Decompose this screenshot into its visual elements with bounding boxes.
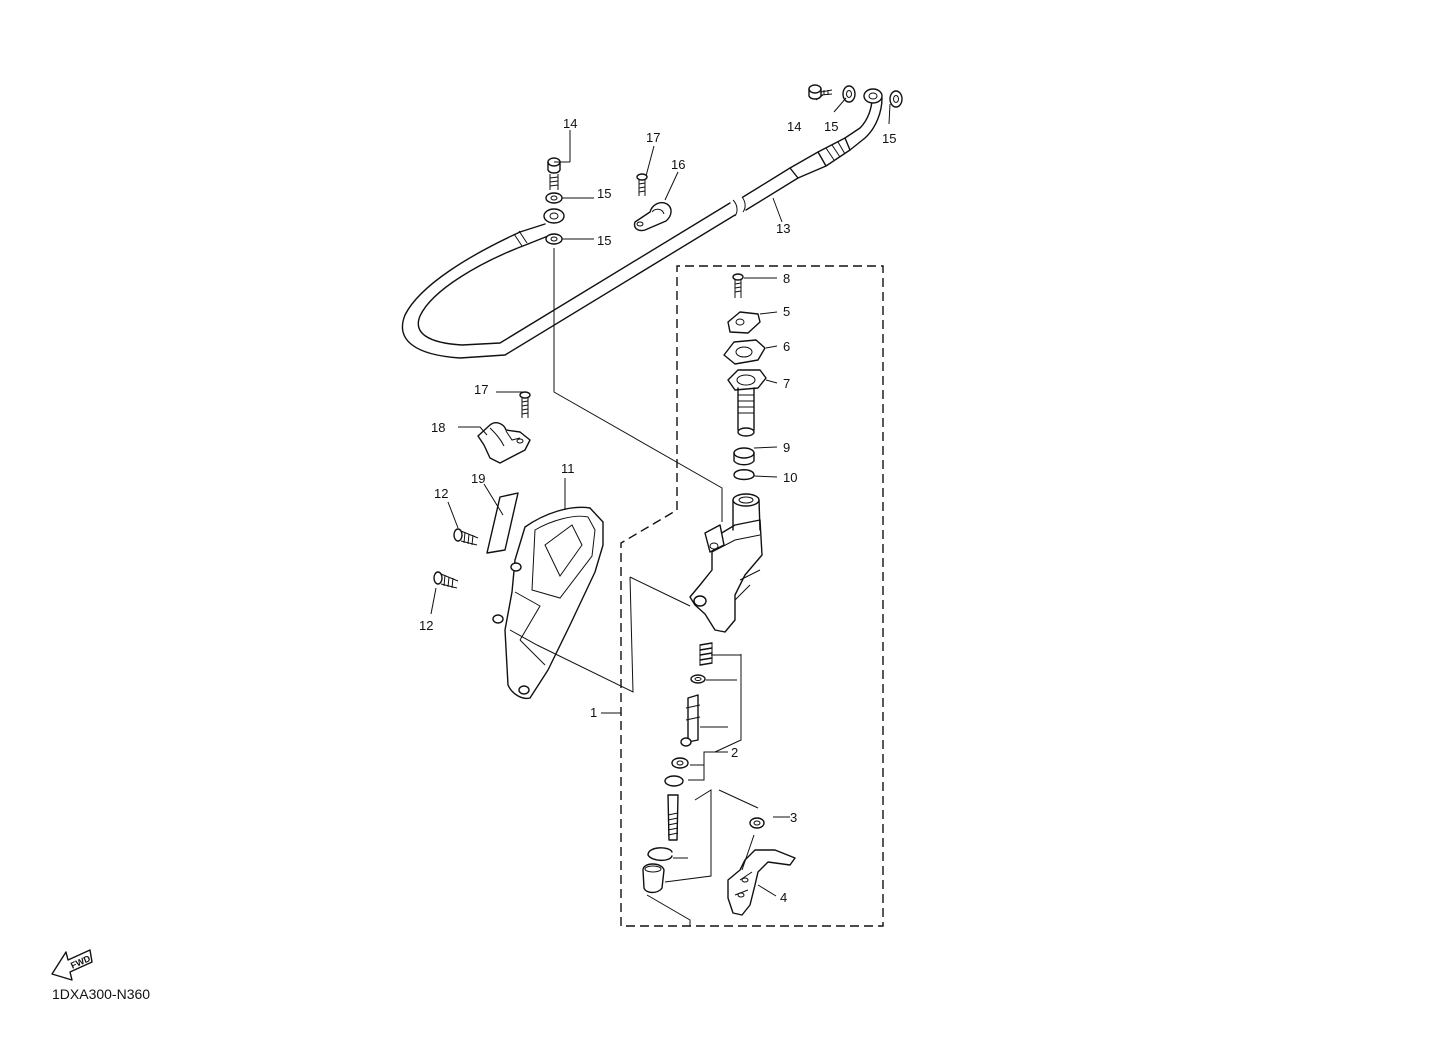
protector-plate — [486, 492, 519, 554]
fwd-arrow-icon: FWD — [51, 949, 93, 981]
screw-upper — [636, 173, 648, 196]
callout-labels: 14 15 15 17 16 14 15 15 13 8 5 6 7 9 10 … — [419, 116, 896, 905]
reservoir-cap — [727, 311, 761, 334]
screw-lower — [519, 391, 531, 418]
diaphragm-plate — [723, 339, 766, 365]
fwd-label: FWD — [69, 953, 92, 971]
callout-19: 19 — [471, 471, 485, 486]
callout-15-left-upper: 15 — [597, 186, 611, 201]
circlip — [733, 469, 755, 481]
callout-12-lower: 12 — [419, 618, 433, 633]
callout-1: 1 — [590, 705, 597, 720]
callout-17-upper: 17 — [646, 130, 660, 145]
callout-9: 9 — [783, 440, 790, 455]
diaphragm — [727, 369, 767, 437]
callout-17-lower: 17 — [474, 382, 488, 397]
seal-upper — [690, 674, 706, 684]
lock-nut — [749, 817, 765, 829]
brake-hose — [401, 88, 883, 359]
hose-clamp-lower — [477, 422, 531, 464]
callout-7: 7 — [783, 376, 790, 391]
callout-15-left-lower: 15 — [597, 233, 611, 248]
washer-left-a — [545, 192, 563, 204]
hose-banjo-left — [543, 208, 565, 224]
callout-4: 4 — [780, 890, 787, 905]
callout-11: 11 — [561, 461, 575, 476]
piston-spring — [699, 642, 713, 666]
grommet — [733, 447, 755, 466]
boot — [642, 863, 665, 894]
callout-8: 8 — [783, 271, 790, 286]
assembly-boundary — [620, 265, 884, 927]
callout-18: 18 — [431, 420, 445, 435]
callout-3: 3 — [790, 810, 797, 825]
washer-upper-b — [889, 90, 903, 108]
hose-clamp-upper — [633, 201, 672, 232]
diagram-code: 1DXA300-N360 — [52, 986, 150, 1002]
bracket-bolt-lower — [433, 571, 459, 589]
callout-5: 5 — [783, 304, 790, 319]
callout-14-right: 14 — [787, 119, 801, 134]
master-cylinder-body — [689, 493, 763, 633]
union-bolt-left — [547, 157, 561, 190]
callout-13: 13 — [776, 221, 790, 236]
washer-left-b — [545, 233, 563, 245]
clevis — [727, 849, 796, 916]
piston — [680, 694, 701, 747]
master-cylinder-bracket — [492, 506, 604, 700]
callout-2: 2 — [731, 745, 738, 760]
callout-15-right-b: 15 — [882, 131, 896, 146]
callout-6: 6 — [783, 339, 790, 354]
bracket-bolt-upper — [453, 528, 479, 546]
push-rod — [664, 775, 684, 841]
snap-ring — [647, 847, 673, 862]
callout-14-left: 14 — [563, 116, 577, 131]
callout-16: 16 — [671, 157, 685, 172]
callout-12-upper: 12 — [434, 486, 448, 501]
leader-lines — [430, 94, 891, 926]
cap-screw — [732, 273, 744, 298]
callout-10: 10 — [783, 470, 797, 485]
callout-15-right-a: 15 — [824, 119, 838, 134]
seal-lower — [671, 757, 689, 769]
